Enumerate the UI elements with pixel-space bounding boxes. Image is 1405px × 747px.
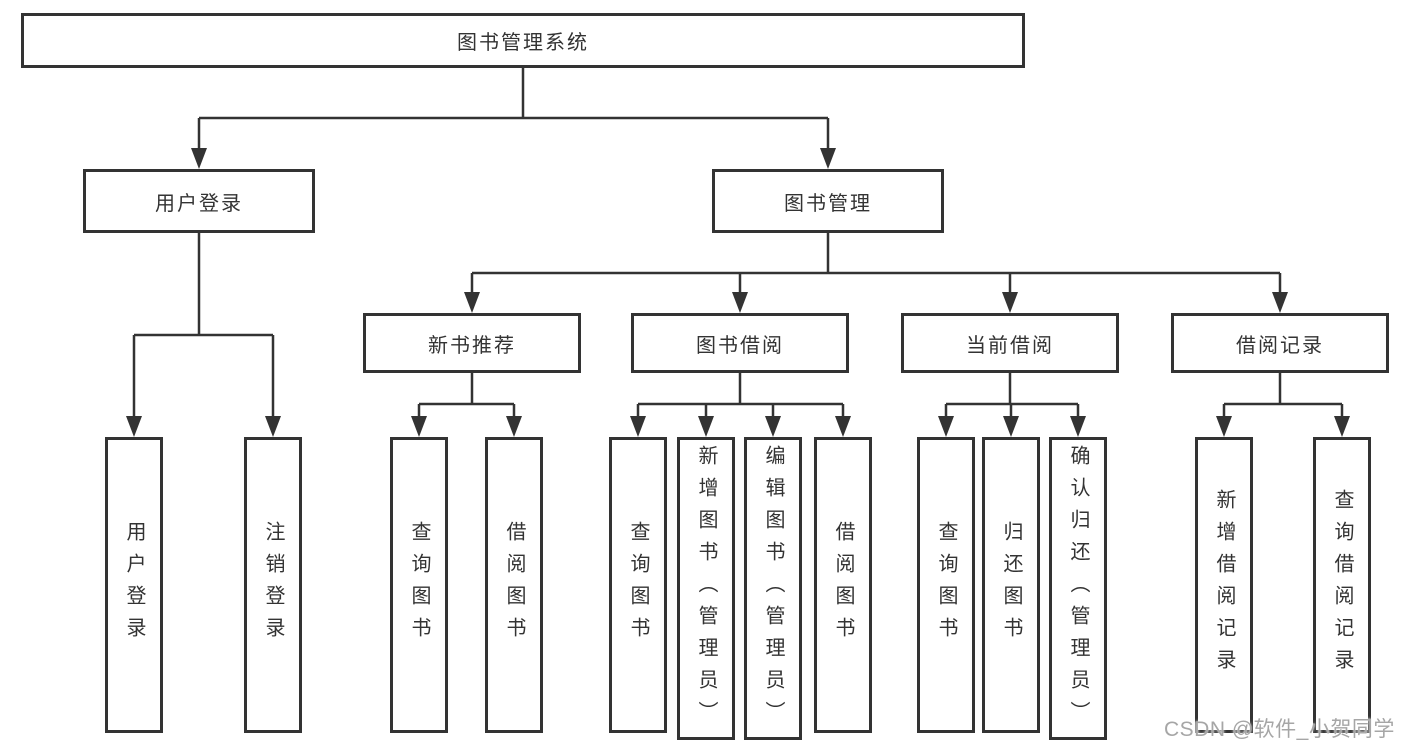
leaf-newrec-query-books-label: 查询图书	[408, 521, 430, 649]
tree-edges	[132, 68, 1344, 418]
leaf-borrow-query-books-label: 查询图书	[627, 521, 649, 649]
node-root: 图书管理系统	[21, 13, 1025, 68]
leaf-records-add-record-label: 新增借阅记录	[1213, 489, 1235, 681]
leaf-borrow-add-books-admin: 新增图书（管理员）	[677, 437, 735, 740]
leaf-current-return-books: 归还图书	[982, 437, 1040, 733]
node-book-management: 图书管理	[712, 169, 944, 233]
leaf-current-query-books: 查询图书	[917, 437, 975, 733]
leaf-records-add-record: 新增借阅记录	[1195, 437, 1253, 733]
leaf-newrec-borrow-books: 借阅图书	[485, 437, 543, 733]
leaf-borrow-query-books: 查询图书	[609, 437, 667, 733]
node-user-login: 用户登录	[83, 169, 315, 233]
leaf-records-query-record: 查询借阅记录	[1313, 437, 1371, 733]
leaf-logout-label: 注销登录	[262, 521, 284, 649]
leaf-current-query-books-label: 查询图书	[935, 521, 957, 649]
leaf-borrow-add-books-admin-label: 新增图书（管理员）	[695, 444, 717, 733]
node-borrow-records: 借阅记录	[1171, 313, 1389, 373]
leaf-borrow-edit-books-admin-label: 编辑图书（管理员）	[762, 444, 784, 733]
leaf-newrec-query-books: 查询图书	[390, 437, 448, 733]
arrowheads	[126, 148, 1350, 437]
leaf-logout: 注销登录	[244, 437, 302, 733]
leaf-records-query-record-label: 查询借阅记录	[1331, 489, 1353, 681]
leaf-borrow-borrow-books: 借阅图书	[814, 437, 872, 733]
leaf-user-login-label: 用户登录	[123, 521, 145, 649]
leaf-borrow-borrow-books-label: 借阅图书	[832, 521, 854, 649]
leaf-newrec-borrow-books-label: 借阅图书	[503, 521, 525, 649]
node-new-book-recommend: 新书推荐	[363, 313, 581, 373]
leaf-borrow-edit-books-admin: 编辑图书（管理员）	[744, 437, 802, 740]
leaf-user-login: 用户登录	[105, 437, 163, 733]
node-current-borrow: 当前借阅	[901, 313, 1119, 373]
node-book-borrow: 图书借阅	[631, 313, 849, 373]
leaf-current-confirm-return-admin: 确认归还（管理员）	[1049, 437, 1107, 740]
leaf-current-confirm-return-admin-label: 确认归还（管理员）	[1067, 444, 1089, 733]
csdn-watermark: CSDN @软件_小贺同学	[1164, 718, 1395, 741]
leaf-current-return-books-label: 归还图书	[1000, 521, 1022, 649]
